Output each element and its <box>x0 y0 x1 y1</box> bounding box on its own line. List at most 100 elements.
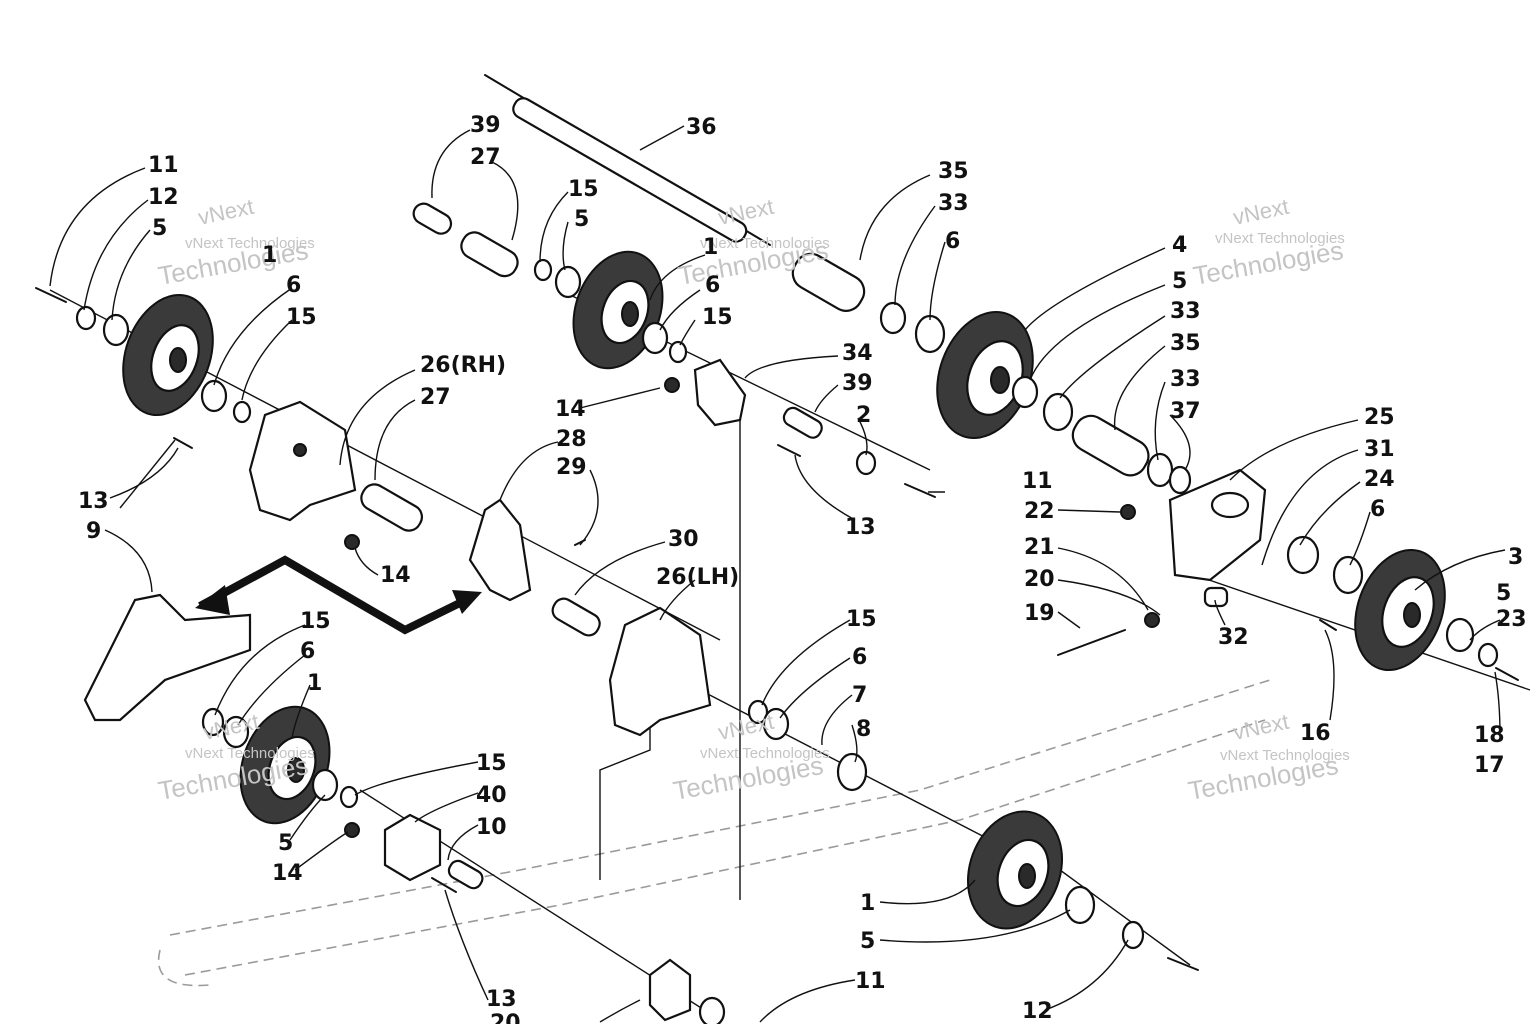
callout-label: 6 <box>286 273 301 298</box>
callout-label: 31 <box>1364 437 1395 462</box>
watermark-bottom-right-full: vNext Technologies <box>1220 747 1350 764</box>
arm-9 <box>83 593 252 722</box>
callout-label: 23 <box>1496 607 1527 632</box>
callout-label: 15 <box>286 305 317 330</box>
watermark-top-left-name: vNext <box>196 194 256 230</box>
callout-label: 32 <box>1218 625 1249 650</box>
callout-label: 15 <box>568 177 599 202</box>
callout-label: 21 <box>1024 535 1055 560</box>
watermark-top-center-full: vNext Technologies <box>700 235 830 252</box>
callout-label: 33 <box>1170 299 1201 324</box>
callout-label: 25 <box>1364 405 1395 430</box>
callout-label: 37 <box>1170 399 1201 424</box>
wheel-upper-left <box>122 293 214 417</box>
direction-arrow <box>195 555 482 635</box>
callout-label: 36 <box>686 115 717 140</box>
callout-label: 15 <box>702 305 733 330</box>
watermark-top-left-full: vNext Technologies <box>185 235 315 252</box>
callout-label: 28 <box>556 427 587 452</box>
callout-label: 4 <box>1172 233 1187 258</box>
callout-label: 17 <box>1474 753 1505 778</box>
callout-label: 1 <box>262 243 277 268</box>
wheel-3 <box>1354 548 1446 672</box>
callout-labels: 11 12 5 1 6 15 39 27 15 5 36 1 6 15 35 3… <box>78 113 1527 1024</box>
plate-25 <box>1168 468 1267 582</box>
callout-label: 19 <box>1024 601 1055 626</box>
callout-label: 29 <box>556 455 587 480</box>
callout-label: 8 <box>856 717 871 742</box>
callout-label: 9 <box>86 519 101 544</box>
watermark-top-center-name: vNext <box>716 194 776 230</box>
callout-label: 12 <box>148 185 179 210</box>
callout-label: 40 <box>476 783 507 808</box>
callout-label: 6 <box>852 645 867 670</box>
bolts <box>35 287 1519 971</box>
washers <box>75 258 1499 1024</box>
bracket-34 <box>693 358 747 427</box>
callout-label: 6 <box>1370 497 1385 522</box>
callout-label: 35 <box>1170 331 1201 356</box>
callout-label: 18 <box>1474 723 1505 748</box>
callout-label: 1 <box>703 235 718 260</box>
callout-label: 6 <box>705 273 720 298</box>
callout-label: 5 <box>574 207 589 232</box>
callout-label: 35 <box>938 159 969 184</box>
bracket-26-lh <box>608 606 712 737</box>
callout-label: 6 <box>300 639 315 664</box>
callout-label: 20 <box>490 1011 521 1024</box>
callout-label: 2 <box>856 403 871 428</box>
block-40 <box>383 813 442 882</box>
callout-label: 39 <box>470 113 501 138</box>
callout-label: 26(RH) <box>420 353 506 378</box>
callout-label: 5 <box>1172 269 1187 294</box>
callout-label: 30 <box>668 527 699 552</box>
callout-label: 6 <box>945 229 960 254</box>
callout-label: 5 <box>152 216 167 241</box>
bracket-26-rh <box>248 400 357 522</box>
callout-label: 15 <box>476 751 507 776</box>
wheel-lower-left <box>239 705 331 825</box>
callout-label: 27 <box>470 145 501 170</box>
callout-label: 15 <box>300 609 331 634</box>
watermark-bottom-left-full: vNext Technologies <box>185 745 315 762</box>
callout-label: 27 <box>420 385 451 410</box>
callout-label: 11 <box>855 969 886 994</box>
callout-label: 14 <box>380 563 411 588</box>
callout-label: 7 <box>852 683 867 708</box>
spacers <box>360 202 1229 890</box>
callout-label: 3 <box>1508 545 1523 570</box>
callout-label: 13 <box>486 987 517 1012</box>
watermark-bottom-center-full: vNext Technologies <box>700 745 830 762</box>
callout-label: 13 <box>845 515 876 540</box>
callout-label: 26(LH) <box>656 565 739 590</box>
watermark-bottom-right-name: vNext <box>1231 709 1291 745</box>
callout-label: 39 <box>842 371 873 396</box>
callout-label: 13 <box>78 489 109 514</box>
callout-label: 11 <box>148 153 179 178</box>
callout-label: 34 <box>842 341 873 366</box>
callout-label: 33 <box>938 191 969 216</box>
callout-label: 5 <box>860 929 875 954</box>
watermark-bottom-center-name: vNext <box>716 709 776 745</box>
callout-label: 5 <box>278 831 293 856</box>
wheel-lower-right <box>966 810 1064 930</box>
callout-label: 1 <box>860 891 875 916</box>
bracket-28 <box>468 498 532 602</box>
watermark-top-right-full: vNext Technologies <box>1215 230 1345 247</box>
callout-label: 24 <box>1364 467 1395 492</box>
callout-label: 22 <box>1024 499 1055 524</box>
callout-label: 1 <box>307 671 322 696</box>
callout-label: 12 <box>1022 999 1053 1024</box>
callout-label: 15 <box>846 607 877 632</box>
callout-label: 33 <box>1170 367 1201 392</box>
shaft-36 <box>512 97 748 243</box>
track-rail-outline <box>157 400 1271 987</box>
block-bottom <box>648 958 692 1022</box>
callout-label: 16 <box>1300 721 1331 746</box>
callout-label: 20 <box>1024 567 1055 592</box>
callout-label: 14 <box>555 397 586 422</box>
watermark-top-right-name: vNext <box>1231 194 1291 230</box>
callout-label: 10 <box>476 815 507 840</box>
wheel-upper-center <box>572 250 664 370</box>
callout-label: 5 <box>1496 581 1511 606</box>
